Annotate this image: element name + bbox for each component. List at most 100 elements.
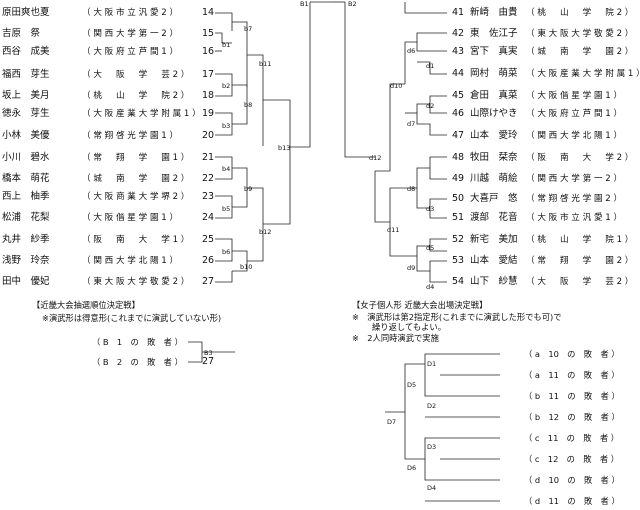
entry-school: （ 城 南 学 園 2 ） (526, 47, 634, 57)
bracket-label: D7 (387, 418, 397, 426)
entry-number: 42 (452, 28, 465, 39)
entry-name: 宮下 真実 (470, 46, 518, 57)
bracket-label: b10 (240, 263, 253, 271)
entry-school: （ 城 南 学 園 2 ） (82, 174, 190, 184)
bracket-label: d1 (426, 62, 435, 70)
entry-number: 52 (452, 234, 465, 245)
entry-name: 松浦 花梨 (2, 212, 50, 223)
entry-number: 53 (452, 255, 465, 266)
entry-name: 岡村 萌菜 (470, 68, 518, 79)
section-title: 【女子個人形 近畿大会出場決定戦】 (352, 300, 488, 310)
entry-number: 26 (202, 255, 215, 266)
entry-number: 18 (202, 90, 215, 101)
entry-school: （ 大 阪 偕 星 学 園 1 ） (526, 91, 623, 101)
bracket-label: d8 (407, 185, 416, 193)
entry-number: 47 (452, 130, 465, 141)
entry-school: （ 大 阪 学 芸 2 ） (526, 277, 634, 287)
entry-number: 17 (202, 69, 215, 80)
loser-entry: （ c 11 の 敗 者 ） (524, 433, 620, 443)
entry-number: 23 (202, 191, 215, 202)
entry-school: （ 東 大 阪 大 学 敬 愛 2 ） (82, 277, 190, 287)
entry-name: 徳永 芽生 (2, 108, 50, 119)
loser-entry: （ B 2 の 敗 者 ） (92, 357, 183, 367)
entry-name: 大喜戸 悠 (470, 193, 518, 204)
bracket-label: D1 (427, 360, 437, 368)
loser-entry: （ a 11 の 敗 者 ） (524, 370, 620, 380)
entry-name: 吉原 祭 (2, 28, 41, 39)
entry-name: 山本 愛玲 (470, 130, 518, 141)
entry-name: 山下 紗慧 (470, 276, 518, 287)
bracket-label: D2 (427, 402, 437, 410)
loser-entry: （ a 10 の 敗 者 ） (524, 349, 620, 359)
bracket-label: b6 (222, 248, 231, 256)
bracket-label: b9 (244, 185, 253, 193)
entry-number: 21 (202, 152, 215, 163)
bracket-label: D5 (407, 381, 417, 389)
entry-school: （ 阪 南 大 学 2 ） (526, 153, 634, 163)
entry-number: 22 (202, 173, 215, 184)
bracket-label: d4 (426, 283, 435, 291)
entry-school: （ 大 阪 産 業 大 学 附 属 1 ） (82, 109, 201, 119)
bracket-label: d11 (387, 226, 400, 234)
entry-number: 44 (452, 68, 465, 79)
entry-school: （ 東 大 阪 大 学 敬 愛 2 ） (526, 29, 634, 39)
entry-number: 45 (452, 90, 465, 101)
entry-school: （ 大 阪 商 業 大 学 堺 2 ） (82, 192, 190, 202)
entry-number: 49 (452, 173, 465, 184)
entry-number: 16 (202, 46, 215, 57)
entry-name: 坂上 美月 (2, 90, 50, 101)
entry-name: 小林 美優 (2, 130, 50, 141)
entry-school: （ 大 阪 学 芸 2 ） (82, 70, 190, 80)
entry-number: 41 (452, 7, 465, 18)
bracket-label: b7 (244, 25, 253, 33)
entry-name: 福西 芽生 (2, 69, 50, 80)
entry-number: 27 (202, 276, 215, 287)
bracket-label: b4 (222, 165, 231, 173)
section-note: ※ 演武形は第2指定形(これまでに演武した形でも可)で (352, 312, 562, 322)
bracket-label: b5 (222, 205, 231, 213)
entry-number: 51 (452, 212, 465, 223)
entry-name: 田中 優妃 (2, 276, 50, 287)
entry-name: 川越 萌絵 (470, 173, 518, 184)
bracket-label: b8 (244, 101, 253, 109)
entry-school: （ 大 阪 市 立 汎 愛 1 ） (526, 213, 623, 223)
bracket-label: d2 (426, 102, 435, 110)
entry-school: （ 常 翔 啓 光 学 園 1 ） (82, 131, 179, 141)
entry-school: （ 大 阪 偕 星 学 園 1 ） (82, 213, 179, 223)
entry-number: 14 (202, 7, 215, 18)
entry-name: 渡部 花音 (470, 212, 518, 223)
bracket-label: b1 (222, 41, 231, 49)
section-note: ※ 2人同時演武で実施 (352, 333, 439, 343)
entry-school: （ 関 西 大 学 北 陽 1 ） (526, 131, 623, 141)
entry-school: （ 桃 山 学 院 2 ） (82, 91, 190, 101)
entry-name: 丸井 紗季 (2, 234, 50, 245)
entry-name: 倉田 真菜 (470, 90, 518, 101)
bracket-label: d12 (369, 154, 382, 162)
bracket-label: d10 (390, 82, 403, 90)
loser-entry: （ d 11 の 敗 者 ） (524, 496, 620, 506)
bracket-label: B2 (348, 0, 357, 8)
entry-school: （ 大 阪 市 立 汎 愛 2 ） (82, 8, 179, 18)
loser-entry: （ b 11 の 敗 者 ） (524, 391, 620, 401)
entry-name: 小川 碧水 (2, 152, 50, 163)
entry-school: （ 常 翔 学 園 1 ） (82, 153, 190, 163)
entry-name: 原田爽也夏 (2, 7, 50, 18)
bracket-label: b13 (278, 144, 291, 152)
entry-name: 東 佐江子 (470, 28, 518, 39)
section-title: 【近畿大会抽選順位決定戦】 (32, 300, 140, 310)
entry-number: 46 (452, 108, 465, 119)
bracket-label: b12 (259, 228, 272, 236)
bracket-label: b3 (222, 122, 231, 130)
bracket-label: D4 (427, 484, 437, 492)
bracket-label: d7 (407, 120, 416, 128)
entry-school: （ 関 西 大 学 第 一 2 ） (82, 29, 179, 39)
entry-school: （ 桃 山 学 院 2 ） (526, 8, 634, 18)
entry-name: 山際けやき (470, 108, 518, 119)
loser-entry: （ c 12 の 敗 者 ） (524, 454, 620, 464)
entry-school: （ 大 阪 府 立 芦 間 1 ） (82, 47, 179, 57)
bracket-label: B1 (300, 0, 309, 8)
entry-number: 27 (202, 356, 215, 367)
entry-name: 浅野 玲奈 (2, 255, 50, 266)
bracket-label: d9 (407, 264, 416, 272)
